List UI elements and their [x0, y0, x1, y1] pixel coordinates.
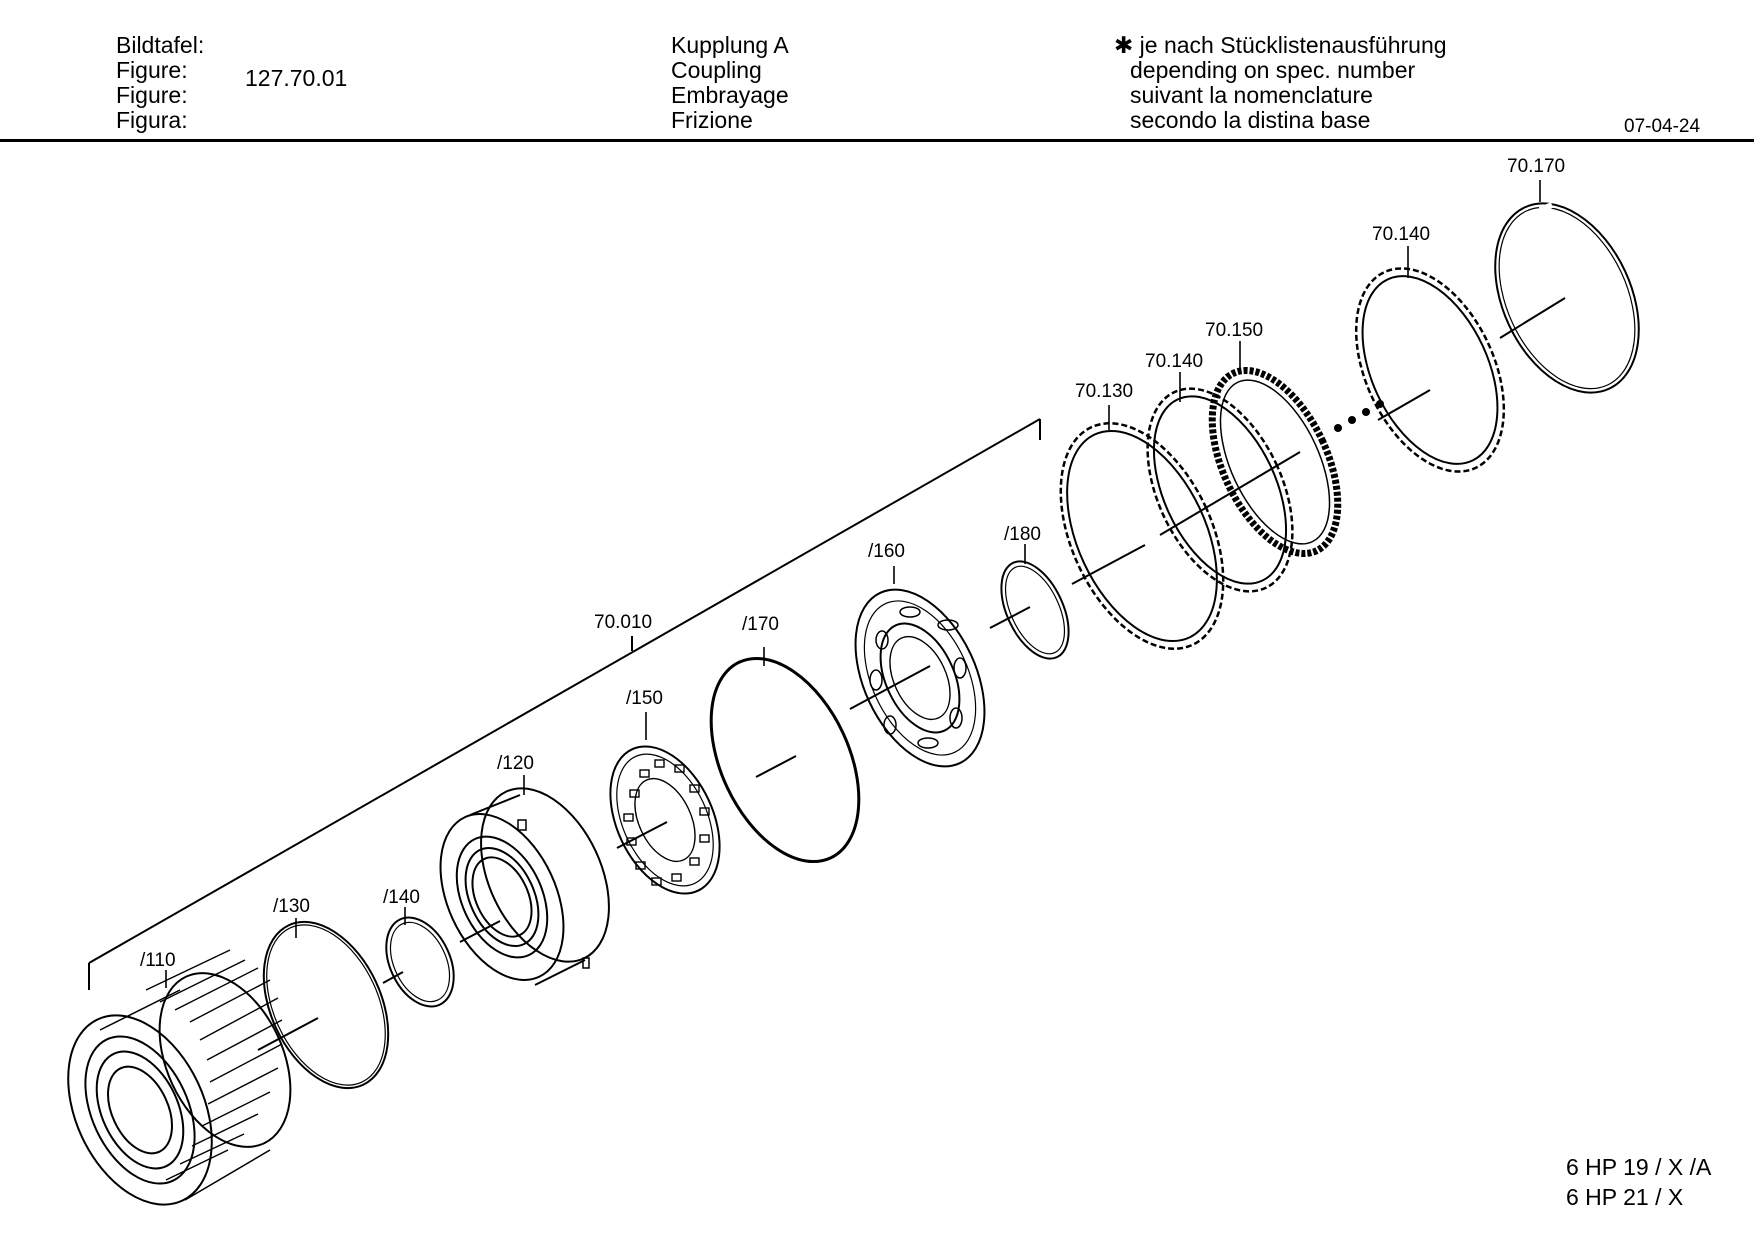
title-en: Coupling	[671, 57, 762, 83]
spring-plate-150	[609, 745, 721, 895]
o-ring-170	[709, 656, 861, 864]
callout-140: /140	[383, 887, 420, 908]
leader-lines	[165, 180, 1541, 988]
callout-70140b: 70.140	[1372, 224, 1430, 245]
asterisk-icon: ✱	[1114, 32, 1134, 58]
callout-150: /150	[626, 688, 663, 709]
lined-disc-70150	[1208, 367, 1342, 557]
note-en: depending on spec. number	[1130, 57, 1416, 83]
note-fr: suivant la nomenclature	[1130, 82, 1373, 108]
header-labels: Bildtafel: Figure: Figure: Figura:	[116, 33, 204, 133]
callout-70170: 70.170	[1507, 156, 1565, 177]
title-fr: Embrayage	[671, 82, 789, 108]
title-it: Frizione	[671, 107, 753, 133]
header-titles: Kupplung A Coupling Embrayage Frizione	[671, 33, 789, 133]
model-list: 6 HP 19 / X /A 6 HP 21 / X	[1566, 1152, 1711, 1212]
header-note: ✱ je nach Stücklistenausführung dependin…	[1114, 32, 1447, 133]
snap-ring-70170	[1494, 202, 1640, 394]
center-axis	[257, 297, 1566, 1051]
snap-ring-140	[385, 916, 455, 1008]
callout-110: /110	[140, 950, 176, 971]
snap-ring-180	[1000, 560, 1070, 660]
baffle-plate-160	[854, 588, 986, 768]
figure-number: 127.70.01	[245, 65, 348, 91]
callout-70140a: 70.140	[1145, 351, 1203, 372]
callout-labels: /110 /130 /140 /120 /150 70.010 /170 /16…	[140, 156, 1565, 971]
callout-70150: 70.150	[1205, 320, 1263, 341]
note-it: secondo la distina base	[1130, 107, 1371, 133]
callout-180: /180	[1004, 524, 1041, 545]
outer-plate-70140a	[1146, 387, 1294, 593]
label-figure-en: Figure:	[116, 57, 188, 83]
note-de: je nach Stücklistenausführung	[1139, 32, 1447, 58]
label-figure-fr: Figure:	[116, 82, 188, 108]
title-de: Kupplung A	[671, 32, 789, 58]
label-figura: Figura:	[116, 107, 188, 133]
header-divider	[0, 139, 1754, 142]
callout-170: /170	[742, 614, 779, 635]
repeat-dots	[1334, 400, 1384, 432]
callout-130: /130	[273, 896, 310, 917]
assembly-bracket	[88, 418, 1041, 990]
model-6hp21: 6 HP 21 / X	[1566, 1184, 1684, 1210]
label-bildtafel: Bildtafel:	[116, 32, 205, 58]
outer-plate-70130	[1059, 422, 1225, 650]
clutch-carrier-drum	[67, 949, 292, 1206]
callout-160: /160	[868, 541, 905, 562]
model-6hp19: 6 HP 19 / X /A	[1566, 1154, 1712, 1180]
o-ring-130	[262, 920, 390, 1090]
callout-70010: 70.010	[594, 612, 652, 633]
outer-plate-70140b	[1354, 267, 1506, 473]
piston-housing-120	[439, 787, 610, 986]
issue-date: 07-04-24	[1624, 116, 1701, 137]
callout-70130: 70.130	[1075, 381, 1133, 402]
callout-120: /120	[497, 753, 534, 774]
